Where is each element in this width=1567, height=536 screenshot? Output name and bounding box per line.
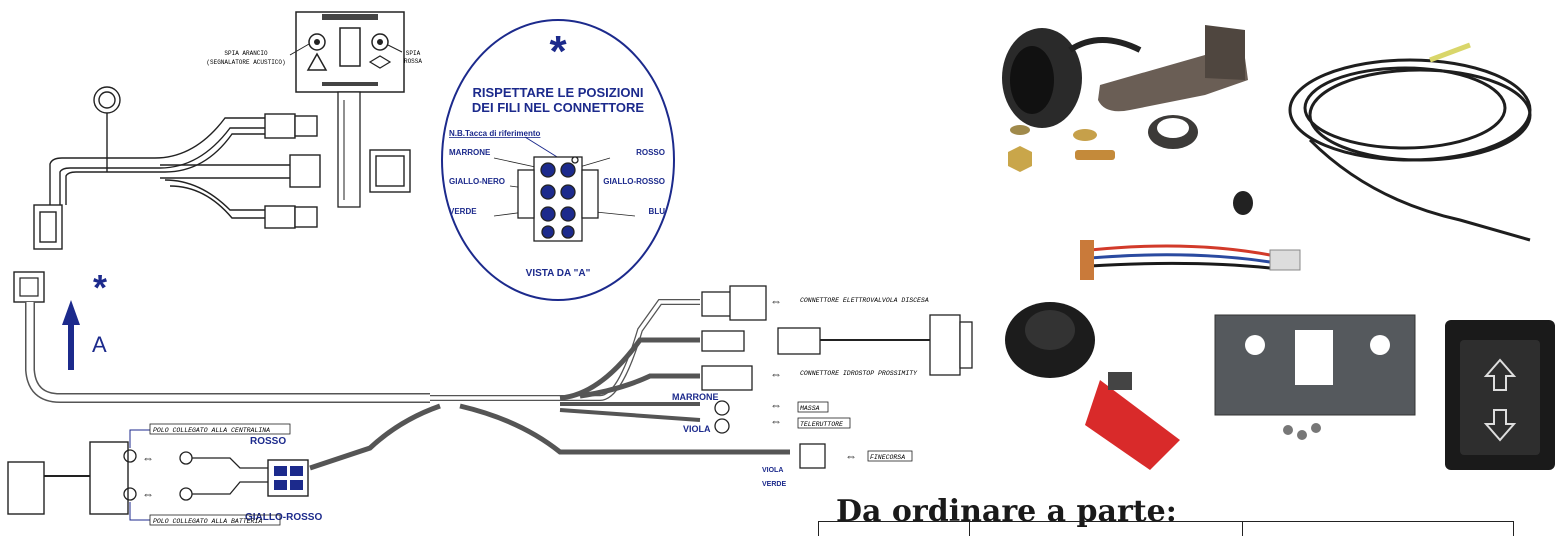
svg-text:⇔: ⇔ — [770, 294, 782, 308]
view-arrow: * A — [62, 267, 107, 370]
lower-harness — [7, 271, 973, 521]
wire-right-1: ROSSO — [636, 148, 665, 157]
wire-left-2: GIALLO-NERO — [449, 177, 505, 186]
conn-label-idrostop: CONNETTORE IDROSTOP PROSSIMITY — [800, 370, 918, 377]
wire-giallo-rosso: GIALLO-ROSSO — [245, 512, 322, 523]
led-orange-label-1: SPIA ARANCIO — [224, 50, 268, 57]
bolt-image — [1075, 150, 1115, 160]
order-separately-title: Da ordinare a parte: — [836, 494, 1177, 529]
svg-text:⇔: ⇔ — [142, 451, 154, 465]
led-red-label-1: SPIA — [406, 50, 421, 57]
wire-viola-2: VIOLA — [762, 467, 783, 474]
led-orange-label-2: (SEGNALATORE ACUSTICO) — [206, 59, 285, 66]
wire-right-3: BLU — [649, 207, 666, 216]
connector-pin-block — [517, 156, 599, 242]
wire-verde: VERDE — [762, 481, 786, 488]
pole-centralina-label: POLO COLLEGATO ALLA CENTRALINA — [153, 427, 270, 434]
conn-label-elettrovalvola: CONNETTORE ELETTROVALVOLA DISCESA — [800, 297, 929, 304]
svg-text:*: * — [93, 267, 107, 308]
nut-image — [1008, 146, 1032, 172]
panel-image — [1214, 314, 1416, 440]
kit-photos — [990, 0, 1567, 480]
led-red-label-2: ROSSA — [404, 58, 422, 65]
wiring-diagram: SPIA ARANCIO (SEGNALATORE ACUSTICO) SPIA… — [7, 11, 973, 526]
order-table-header — [818, 521, 1514, 536]
conn-label-massa: MASSA — [800, 405, 820, 412]
double-arrows: ⇔ ⇔ ⇔ ⇔ ⇔ ⇔ ⇔ — [142, 294, 857, 501]
buzzer-image — [1002, 28, 1142, 128]
control-panel-plate — [295, 11, 405, 208]
order-table-col-2 — [970, 522, 1243, 536]
connector-title-1: RISPETTARE LE POSIZIONI — [473, 85, 644, 100]
asterisk-icon: * — [549, 27, 567, 76]
key-switch-image — [1005, 302, 1180, 470]
wire-left-1: MARRONE — [449, 148, 491, 157]
wire-rosso: ROSSO — [250, 436, 286, 447]
cable-coil-image — [1288, 42, 1532, 242]
order-table-col-3 — [1243, 522, 1513, 536]
upper-harness — [33, 86, 411, 250]
wire-marrone: MARRONE — [672, 392, 719, 402]
svg-text:⇔: ⇔ — [770, 414, 782, 428]
wire-viola-1: VIOLA — [683, 424, 711, 434]
svg-text:⇔: ⇔ — [845, 449, 857, 463]
small-harness-image — [1080, 191, 1301, 280]
pole-batteria-label: POLO COLLEGATO ALLA BATTERIA — [153, 518, 262, 525]
svg-text:⇔: ⇔ — [770, 398, 782, 412]
wire-right-2: GIALLO-ROSSO — [603, 177, 665, 186]
svg-text:⇔: ⇔ — [770, 367, 782, 381]
kit-components-illustration — [1002, 25, 1555, 470]
order-table-col-1 — [819, 522, 970, 536]
rocker-switch-image — [1445, 320, 1555, 470]
connector-detail: * RISPETTARE LE POSIZIONI DEI FILI NEL C… — [441, 19, 675, 301]
arrow-label: A — [92, 332, 107, 357]
wire-left-3: VERDE — [449, 207, 477, 216]
conn-label-teleruttore: TELERUTTORE — [800, 421, 843, 428]
conn-label-finecorsa: FINECORSA — [870, 454, 905, 461]
svg-text:⇔: ⇔ — [142, 487, 154, 501]
connector-note: N.B.Tacca di riferimento — [449, 129, 541, 138]
connector-title-2: DEI FILI NEL CONNETTORE — [472, 100, 644, 115]
view-label: VISTA DA "A" — [526, 268, 591, 279]
